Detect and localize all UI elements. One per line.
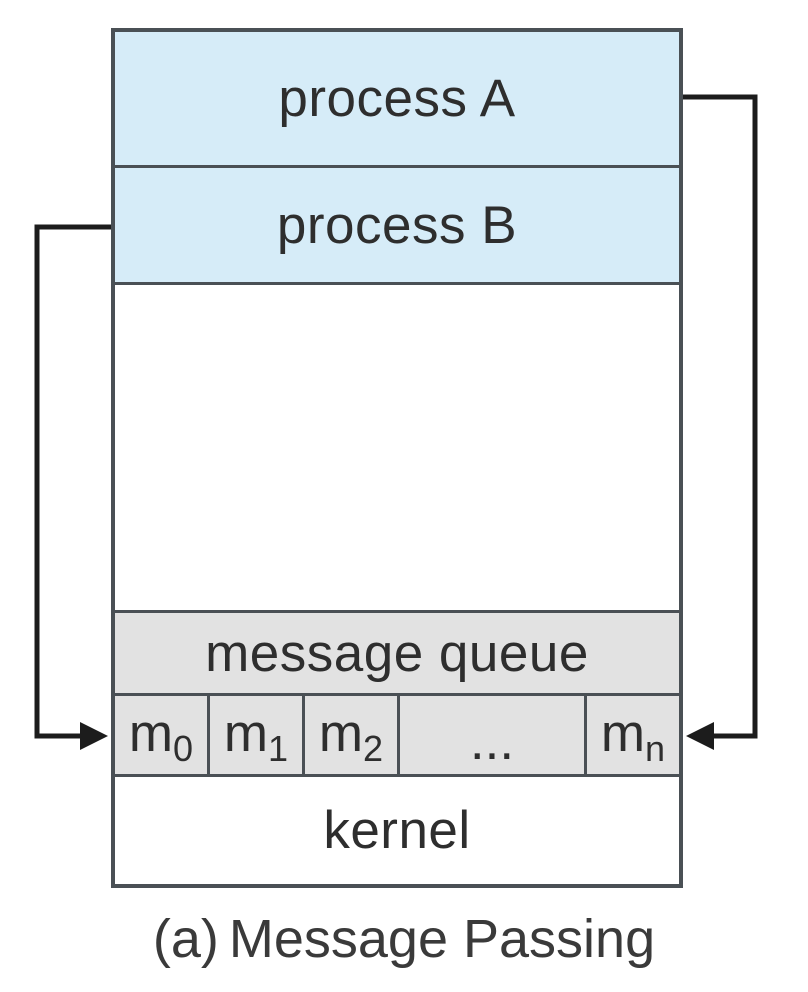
arrowhead-right-icon (80, 722, 108, 750)
figure-caption: (a)Message Passing (0, 908, 808, 970)
message-queue-box: message queue (115, 610, 679, 696)
cell-label: m2 (318, 703, 384, 770)
arrow-process-a-to-queue (683, 94, 758, 750)
queue-cell-m1: m1 (210, 696, 305, 774)
message-queue-label: message queue (205, 623, 589, 683)
ipc-diagram-box: process A process B message queue m0 m1 … (111, 28, 683, 888)
process-a-label: process A (278, 69, 516, 128)
caption-prefix: (a) (152, 909, 219, 969)
message-queue-cells: m0 m1 m2 ... mn (115, 696, 679, 777)
queue-cell-m0: m0 (115, 696, 210, 774)
cell-label: mn (600, 703, 666, 770)
queue-cell-mn: mn (587, 696, 679, 774)
queue-cell-ellipsis: ... (400, 696, 587, 774)
process-b-label: process B (276, 195, 518, 255)
kernel-box: kernel (115, 777, 679, 884)
cell-label: m0 (128, 703, 194, 770)
queue-cell-m2: m2 (305, 696, 400, 774)
kernel-label: kernel (323, 801, 471, 860)
cell-label: m1 (223, 703, 289, 770)
ellipsis-label: ... (469, 711, 515, 771)
process-a-box: process A (115, 32, 679, 168)
arrowhead-left-icon (686, 722, 714, 750)
arrow-process-b-to-queue (34, 224, 111, 750)
empty-region (115, 285, 679, 610)
caption-title: Message Passing (228, 909, 656, 969)
process-b-box: process B (115, 168, 679, 285)
